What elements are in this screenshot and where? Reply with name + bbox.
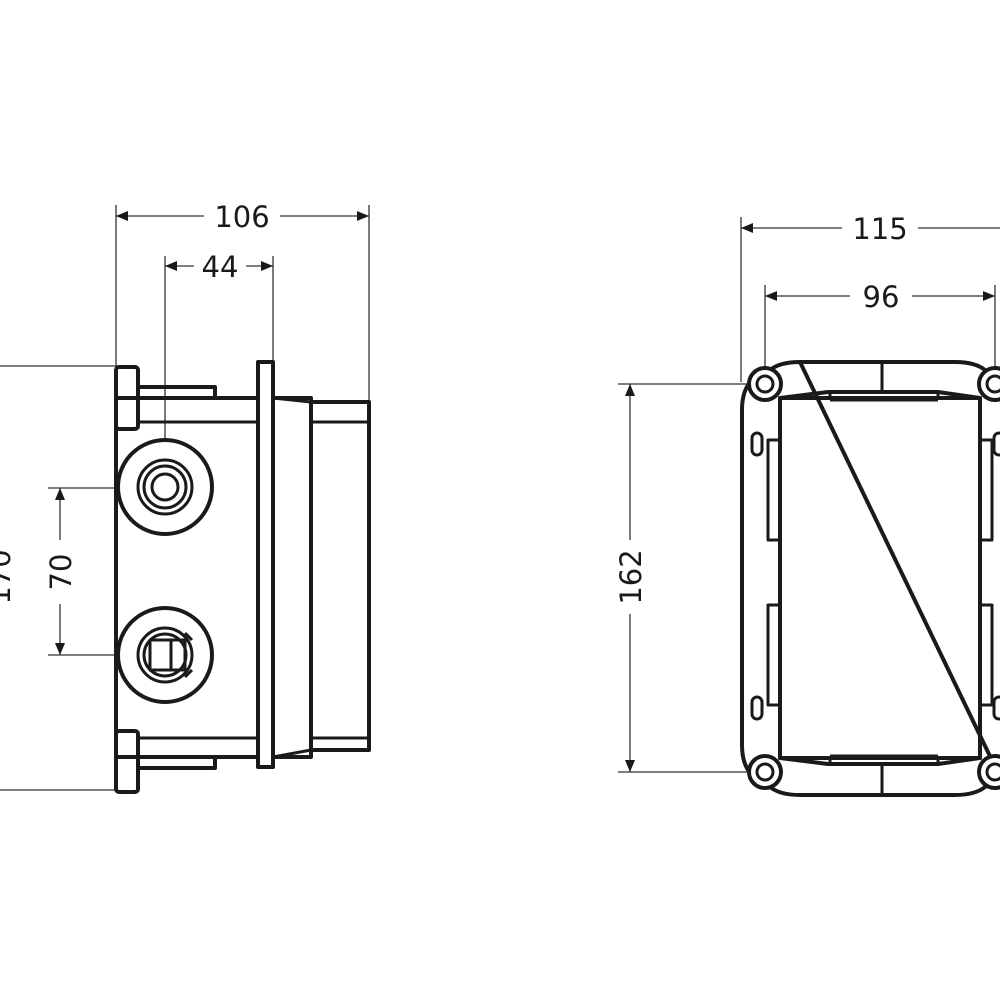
dim-flange-offset-label: 44 xyxy=(202,250,239,284)
dim-overall-width-label: 115 xyxy=(852,212,907,246)
lower-outlet xyxy=(116,606,214,704)
dimension-overall-height: 170 xyxy=(0,365,118,791)
side-view-body xyxy=(114,360,371,794)
front-view-housing xyxy=(740,360,1000,797)
front-view: 115 96 162 xyxy=(614,212,1000,797)
mounting-holes xyxy=(747,366,1000,790)
dim-overall-height-label: 170 xyxy=(0,549,17,604)
dim-hole-spacing-label: 96 xyxy=(863,280,900,314)
dim-height-label: 162 xyxy=(614,549,648,604)
upper-outlet xyxy=(116,438,214,536)
dimension-hole-spacing: 96 xyxy=(764,280,996,382)
dimension-flange-offset: 44 xyxy=(164,250,274,440)
dimension-overall-width: 115 xyxy=(740,212,1000,382)
dimension-overall-depth: 106 xyxy=(115,200,370,402)
side-view: 106 44 70 170 xyxy=(0,200,371,794)
dim-overall-depth-label: 106 xyxy=(214,200,269,234)
dim-outlet-spacing-label: 70 xyxy=(44,554,78,591)
dimension-height: 162 xyxy=(614,383,765,773)
